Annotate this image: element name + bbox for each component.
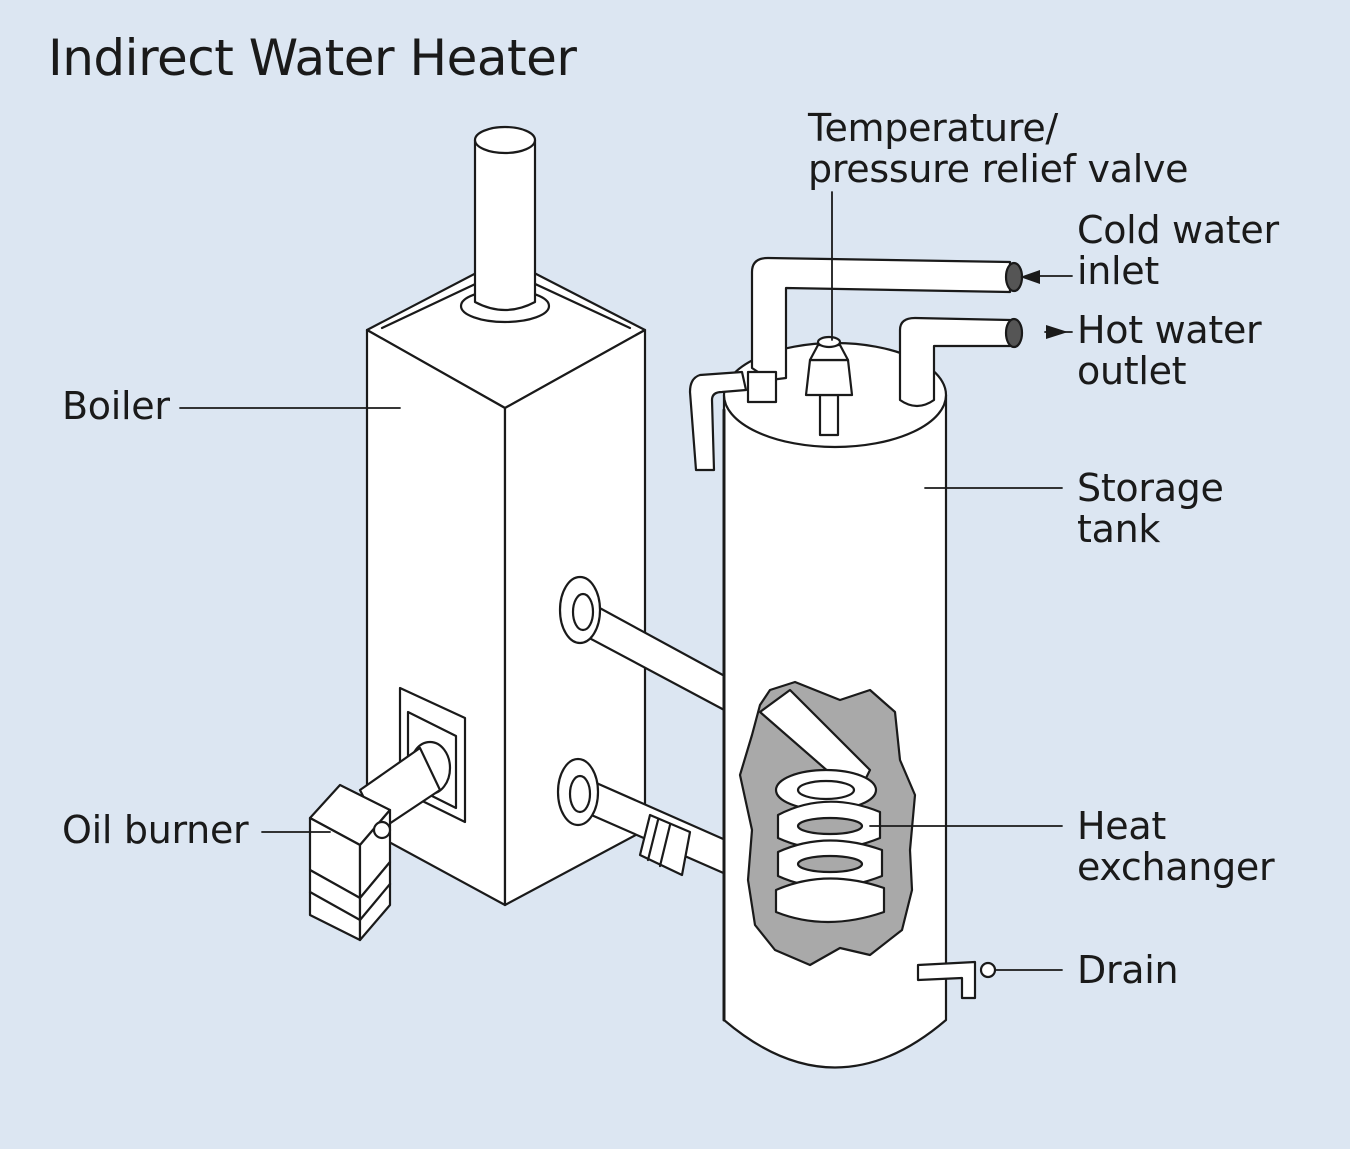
leader-lines	[179, 191, 1073, 971]
label-oil-burner: Oil burner	[62, 808, 249, 852]
label-cold-line-2: inlet	[1077, 249, 1159, 293]
relief-drain-elbow	[688, 370, 778, 472]
drain-valve	[916, 960, 997, 1000]
label-tp-line-1: Temperature/	[808, 106, 1058, 150]
label-drain: Drain	[1077, 948, 1179, 992]
lower-return-pipe	[556, 757, 732, 877]
oil-burner	[308, 746, 442, 942]
cold-water-inlet-pipe	[750, 256, 1024, 382]
label-hot-line-2: outlet	[1077, 349, 1187, 393]
hot-water-outlet-pipe	[898, 316, 1024, 408]
label-heat-exchanger: Heat exchanger	[1077, 804, 1275, 889]
label-heat-line-2: exchanger	[1077, 845, 1275, 889]
label-hot-water-outlet: Hot water outlet	[1077, 308, 1262, 393]
label-tp-relief-valve: Temperature/ pressure relief valve	[808, 106, 1189, 191]
flue-pipe	[459, 125, 551, 324]
label-heat-line-1: Heat	[1077, 804, 1166, 848]
flow-arrows	[1020, 270, 1068, 339]
label-storage-tank: Storage tank	[1077, 468, 1224, 550]
tp-relief-valve	[804, 335, 854, 437]
label-storage-line-2: tank	[1077, 507, 1161, 551]
label-cold-line-1: Cold water	[1077, 208, 1279, 252]
label-boiler: Boiler	[62, 384, 170, 428]
upper-supply-pipe	[558, 575, 734, 714]
label-tp-line-2: pressure relief valve	[808, 147, 1189, 191]
label-hot-line-1: Hot water	[1077, 308, 1262, 352]
label-storage-line-1: Storage	[1077, 466, 1224, 510]
diagram-title: Indirect Water Heater	[48, 29, 577, 87]
label-cold-water-inlet: Cold water inlet	[1077, 210, 1279, 292]
heat-exchanger-cutaway	[738, 680, 917, 967]
